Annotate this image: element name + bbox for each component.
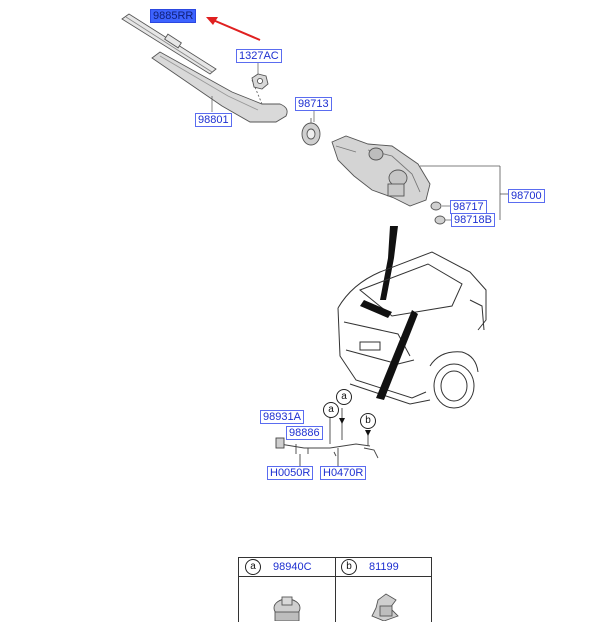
label-98700[interactable]: 98700 [508,189,545,203]
table-circle-b: b [341,559,357,575]
red-arrow [206,17,261,41]
label-98931a[interactable]: 98931A [260,410,304,424]
wiper-blade [121,13,217,75]
bolt-98718b [434,215,446,225]
table-header-line [239,576,431,577]
table-circle-a: a [245,559,261,575]
label-98717[interactable]: 98717 [450,200,487,214]
black-pointer [380,226,398,300]
hose-connector [275,437,285,449]
parts-table: a 98940C b 81199 [238,557,432,622]
table-part-98940c[interactable]: 98940C [273,561,312,573]
callout-arrows [339,418,371,436]
label-9885rr[interactable]: 9885RR [150,9,197,23]
callout-circle-b: b [360,413,376,429]
callout-circle-a-2: a [323,402,339,418]
nut-1327ac [251,73,269,90]
label-98801[interactable]: 98801 [195,113,232,127]
label-h0050r[interactable]: H0050R [267,466,314,480]
label-98713[interactable]: 98713 [295,97,332,111]
grommet-98713 [301,118,321,146]
label-98718b[interactable]: 98718B [451,213,495,227]
car-rear-view [337,251,487,409]
table-divider [335,558,336,622]
label-1327ac[interactable]: 1327AC [236,49,282,63]
table-part-81199[interactable]: 81199 [369,561,399,573]
cap-98717 [430,201,442,211]
wiper-arm [151,51,288,123]
rear-wiper-motor [331,135,431,207]
label-98886[interactable]: 98886 [286,426,323,440]
part-98940c-drawing [273,596,301,621]
label-h0470r[interactable]: H0470R [320,466,367,480]
car-pointer-arrow [360,300,418,400]
washer-hose [279,408,379,466]
callout-circle-a: a [336,389,352,405]
leader-lines [211,62,452,221]
part-81199-drawing [371,593,399,621]
